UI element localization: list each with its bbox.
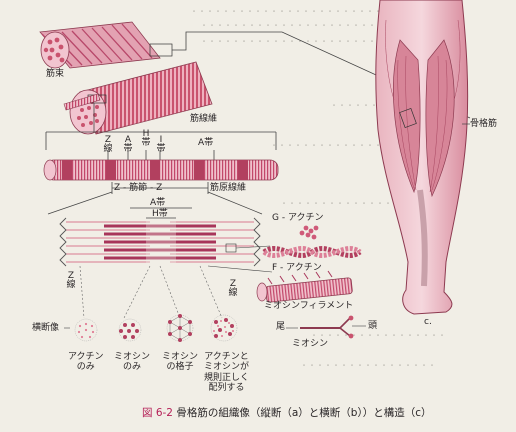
figure-number: 図 6-2	[142, 407, 173, 419]
actin-illustration	[264, 226, 360, 256]
cross-section-myosin-only	[119, 319, 141, 341]
label-g-actin: G - アクチン	[272, 214, 324, 223]
label-z-line-left: Z線	[66, 272, 76, 291]
label-cross-section: 横断像	[32, 324, 59, 333]
cross-section-caption-myosin: ミオシン のみ	[114, 352, 150, 373]
cross-section-actin-only	[75, 319, 97, 341]
cross-section-myosin-lattice	[167, 314, 193, 342]
muscle-bundle-illustration	[40, 22, 172, 68]
cross-section-caption-lattice: ミオシン の格子	[162, 352, 198, 373]
label-sarcomere: Z - 筋節 - Z	[114, 184, 162, 193]
label-muscle-bundle: 筋束	[46, 70, 64, 79]
label-h-band-top: H帯	[141, 130, 151, 149]
label-tail: 尾	[276, 323, 285, 332]
label-z-line-right: Z線	[228, 280, 238, 299]
cross-section-caption-regular: アクチンと ミオシンが 規則正しく 配列する	[204, 352, 249, 393]
label-myosin: ミオシン	[292, 340, 328, 349]
label-a-band-right: A帯	[198, 139, 213, 148]
label-z-line-top: Z線	[103, 136, 113, 155]
label-panel-c: c.	[424, 318, 432, 327]
cross-section-actin-myosin	[211, 315, 237, 341]
label-head: 頭	[368, 322, 377, 331]
label-myosin-filament: ミオシンフィラメント	[264, 302, 353, 311]
label-a-band-mid: A帯	[150, 199, 165, 208]
label-f-actin: F - アクチン	[272, 264, 322, 273]
label-skeletal-muscle: 骨格筋	[470, 120, 497, 129]
figure-caption-text: 骨格筋の組織像（縦断（a）と横断（b））と構造（c）	[176, 407, 431, 419]
figure-caption: 図 6-2 骨格筋の組織像（縦断（a）と横断（b））と構造（c）	[142, 405, 431, 420]
label-myofibril: 筋原線維	[210, 184, 246, 193]
leg-muscle-illustration	[376, 0, 470, 314]
label-muscle-fiber: 筋線維	[190, 115, 217, 124]
label-i-band-top: I帯	[156, 136, 166, 155]
cross-section-patterns	[64, 314, 237, 342]
label-h-band-mid: H帯	[152, 210, 168, 219]
label-a-band-top: A帯	[123, 136, 133, 155]
cross-section-caption-actin: アクチン のみ	[68, 352, 104, 373]
